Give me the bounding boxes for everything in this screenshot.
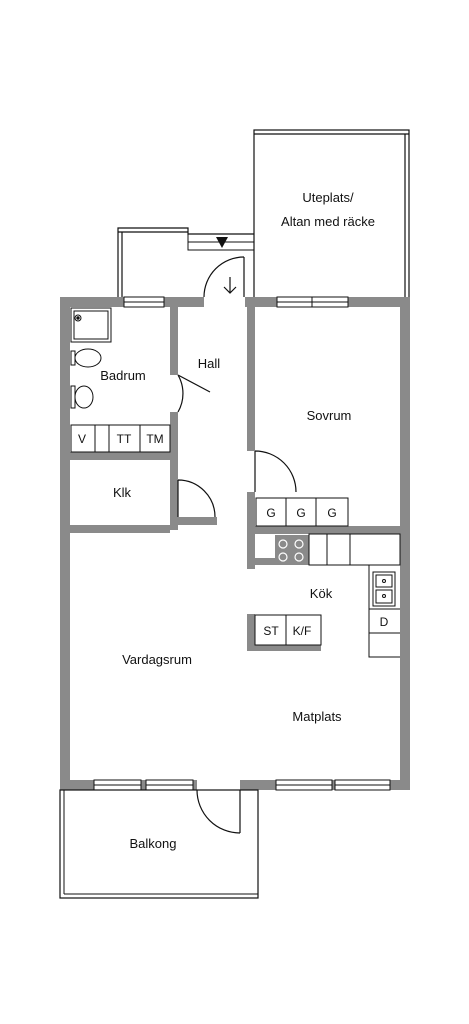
fixture-st: ST [263, 624, 279, 638]
fixture-g2: G [296, 506, 305, 520]
fixture-v: V [78, 432, 86, 446]
label-balkong: Balkong [130, 836, 177, 851]
label-sovrum: Sovrum [307, 408, 352, 423]
wardrobes [255, 497, 349, 527]
sink-icon [372, 571, 396, 607]
label-uteplats-2: Altan med räcke [281, 214, 375, 229]
label-matplats: Matplats [292, 709, 342, 724]
doors [177, 256, 297, 834]
fixture-kf: K/F [293, 624, 312, 638]
label-klk: Klk [113, 485, 132, 500]
fixture-d: D [380, 615, 389, 629]
fixture-tt: TT [117, 432, 132, 446]
fixture-tm: TM [146, 432, 163, 446]
shower-icon [70, 307, 112, 343]
fixture-g3: G [327, 506, 336, 520]
balcony-outline [59, 789, 259, 899]
label-kok: Kök [310, 586, 333, 601]
kitchen-counter [308, 533, 401, 658]
stove-icon [278, 539, 304, 562]
label-badrum: Badrum [100, 368, 146, 383]
fixture-g1: G [266, 506, 275, 520]
label-vardagsrum: Vardagsrum [122, 652, 192, 667]
entry-arrow-icon [216, 237, 228, 248]
toilet-icon [70, 385, 94, 409]
washbasin-icon [70, 348, 102, 368]
label-hall: Hall [198, 356, 221, 371]
fridge-units [254, 614, 322, 646]
label-uteplats-1: Uteplats/ [302, 190, 354, 205]
bathroom-cabinets [70, 424, 171, 453]
interior-walls [70, 307, 400, 651]
